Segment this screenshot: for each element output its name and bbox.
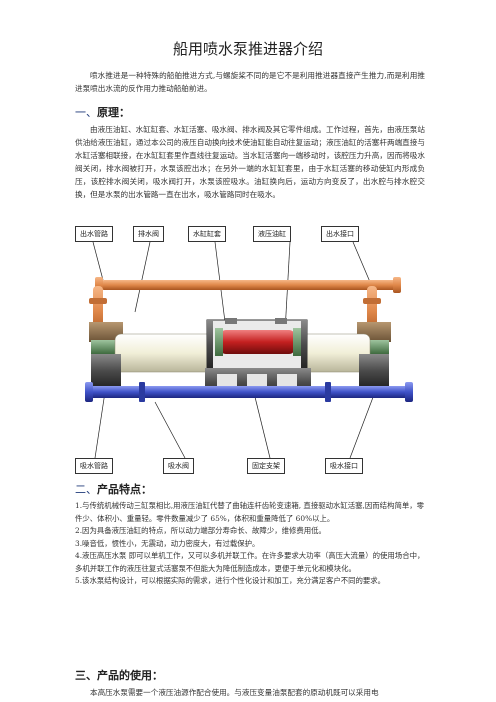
section1-title: 原理： bbox=[97, 106, 130, 119]
feature-item-5: 5.该水泵结构设计，可以根据实际的需求，进行个性化设计和加工，充分满足客户不同的… bbox=[75, 576, 386, 585]
hydraulic-cylinder-frame bbox=[206, 318, 308, 371]
suction-valve-left bbox=[91, 354, 121, 388]
section2-number: 二、 bbox=[75, 483, 97, 496]
inlet-pipe bbox=[85, 382, 413, 402]
pump-diagram: 出水管路 排水阀 水缸缸套 液压油缸 出水接口 吸水管路 吸水阀 固定支架 吸水… bbox=[75, 222, 425, 477]
feature-item-2: 2.因为具备液压油缸的特点，所以动力端部分寿命长、故障少，维修费用低。 bbox=[75, 526, 326, 535]
callout-lines bbox=[92, 241, 376, 459]
label-hydraulic-cylinder: 液压油缸 bbox=[253, 226, 291, 242]
section1-number: 一、 bbox=[75, 106, 97, 119]
feature-item-3: 3.噪音低，惯性小，无震动，动力密度大，有过载保护。 bbox=[75, 538, 260, 548]
features-list: 1.与传统机械传动三缸泵相比,用液压油缸代替了曲轴连杆齿轮变速箱, 直接驱动水缸… bbox=[75, 500, 425, 588]
section2-heading: 二、产品特点： bbox=[75, 481, 152, 497]
section3-body: 本高压水泵需要一个液压油源作配合使用。与液压变量油泵配套的原动机既可以采用电 bbox=[90, 688, 379, 697]
suction-valve-right bbox=[359, 354, 389, 388]
section3-number: 三、 bbox=[75, 669, 97, 682]
page-title: 船用喷水泵推进器介绍 bbox=[172, 40, 323, 58]
label-discharge-valve: 排水阀 bbox=[133, 226, 164, 242]
label-water-cylinder-liner: 水缸缸套 bbox=[188, 226, 226, 242]
label-outlet-port: 出水接口 bbox=[321, 226, 359, 242]
water-cylinder-left bbox=[114, 333, 216, 373]
label-inlet-pipe: 吸水管路 bbox=[75, 458, 113, 474]
section1-heading: 一、原理： bbox=[75, 104, 130, 120]
section3-heading: 三、产品的使用： bbox=[75, 667, 163, 683]
label-outlet-pipe: 出水管路 bbox=[75, 226, 113, 242]
discharge-valve-left bbox=[89, 322, 123, 354]
feature-item-4: 4.液压高压水泵 即可以单机工作，又可以多机并联工作。在许多要求大功率（高压大流… bbox=[75, 551, 425, 573]
section3-title: 产品的使用： bbox=[97, 669, 163, 682]
label-fixed-bracket: 固定支架 bbox=[247, 458, 285, 474]
section2-title: 产品特点： bbox=[97, 483, 152, 496]
section1-body: 由液压油缸、水缸缸套、水缸活塞、吸水阀、排水阀及其它零件组成。工作过程，首先，由… bbox=[75, 125, 425, 199]
pump-illustration bbox=[85, 241, 413, 459]
outlet-pipe bbox=[89, 277, 401, 336]
label-suction-valve: 吸水阀 bbox=[163, 458, 194, 474]
intro-paragraph: 喷水推进是一种特殊的船舶推进方式,与螺旋桨不同的是它不是利用推进器直接产生推力,… bbox=[75, 71, 425, 93]
feature-item-1: 1.与传统机械传动三缸泵相比,用液压油缸代替了曲轴连杆齿轮变速箱, 直接驱动水缸… bbox=[75, 501, 425, 523]
label-inlet-port: 吸水接口 bbox=[325, 458, 363, 474]
